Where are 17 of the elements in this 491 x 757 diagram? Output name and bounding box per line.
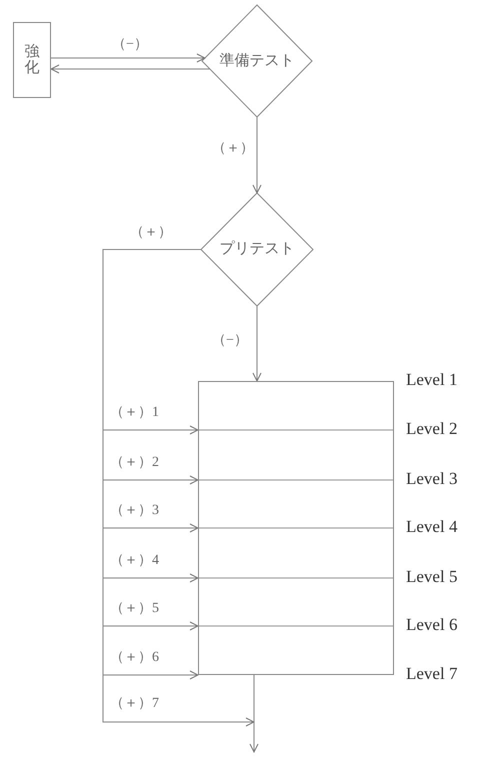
level-label: Level 1 xyxy=(406,371,458,388)
node-text: プリテスト xyxy=(220,240,294,259)
level-label: Level 5 xyxy=(406,568,458,585)
level-label: Level 6 xyxy=(406,616,458,633)
level-label: Level 2 xyxy=(406,420,458,437)
arrow xyxy=(50,54,206,62)
arrow xyxy=(50,64,210,74)
arrow xyxy=(102,249,254,726)
level-label: Level 4 xyxy=(406,518,458,535)
level-label: Level 3 xyxy=(406,470,458,487)
arrow xyxy=(252,116,262,194)
node-text: 強化 xyxy=(24,44,40,76)
level-label: Level 7 xyxy=(406,665,458,682)
process-box xyxy=(13,22,51,98)
arrow xyxy=(252,306,262,382)
arrow xyxy=(250,674,258,752)
node-text: 準備テスト xyxy=(220,52,294,70)
